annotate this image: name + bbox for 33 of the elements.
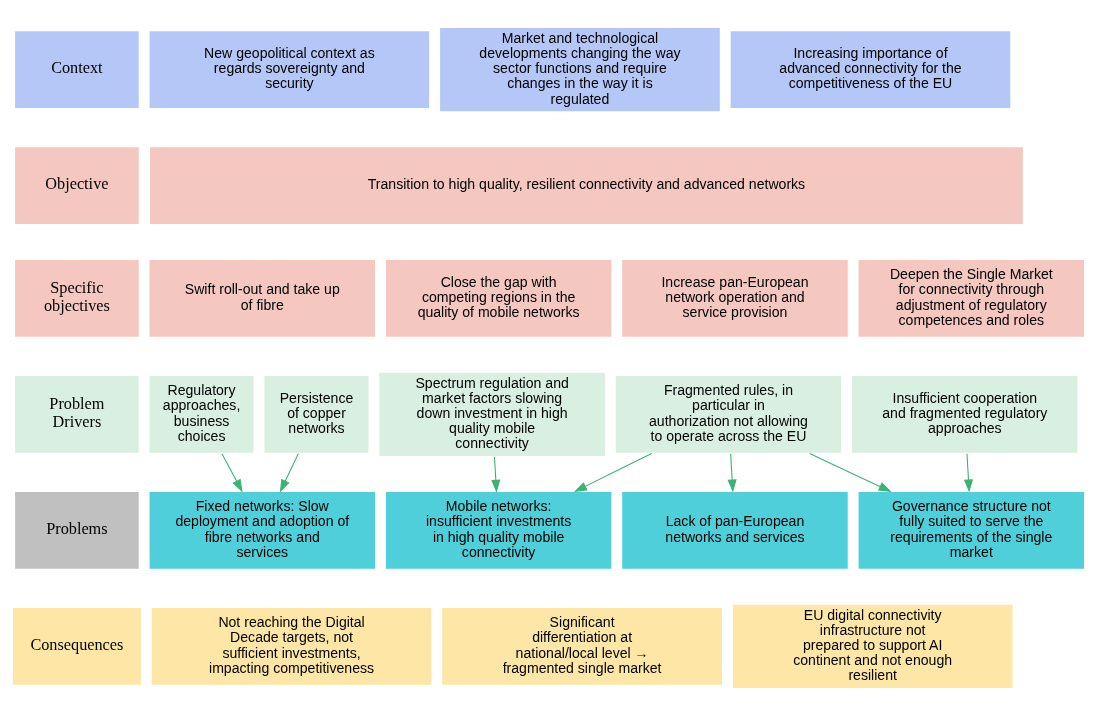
node-box: Market and technological developments changing the way sector functions and require changes in the way it is regulated — [439, 26, 721, 112]
arrow — [809, 452, 892, 492]
node-box: Not reaching the Digital Decade targets, not sufficient investments, impacting competitiveness — [150, 606, 433, 686]
node-box: Increase pan-European network operation and service provision — [621, 258, 849, 338]
arrow — [491, 455, 501, 493]
node-box: EU digital connectivity infrastructure not prepared to support AI continent and not enough resilient — [731, 603, 1014, 689]
arrow — [279, 452, 299, 492]
node-box: Spectrum regulation and market factors slowing down investment in high quality mobile connectivity — [378, 371, 606, 457]
node-box: Objective — [14, 145, 140, 225]
node-box: Problems — [14, 490, 140, 570]
node-box: Insufficient cooperation and fragmented regulatory approaches — [851, 374, 1079, 454]
node-box: Transition to high quality, resilient connectivity and advanced networks — [149, 145, 1024, 225]
node-box: Mobile networks: insufficient investments in high quality mobile connectivity — [384, 490, 613, 570]
arrow — [573, 452, 653, 492]
arrow — [963, 452, 973, 493]
node-box: Problem Drivers — [14, 374, 140, 454]
node-box: Consequences — [11, 606, 142, 686]
node-box: Swift roll-out and take up of fibre — [148, 258, 377, 338]
node-box: Specific objectives — [14, 258, 140, 338]
node-box: Deepen the Single Market for connectivity through adjustment of regulatory competences and roles — [857, 258, 1086, 338]
node-box: Fixed networks: Slow deployment and adoption of fibre networks and services — [148, 490, 377, 570]
node-box: Persistence of copper networks — [263, 374, 370, 454]
arrow — [221, 452, 243, 492]
node-box: Increasing importance of advanced connectivity for the competitiveness of the EU — [729, 29, 1012, 109]
node-box: Fragmented rules, in particular in authorization not allowing to operate across the EU — [614, 374, 843, 454]
node-box: Close the gap with competing regions in the quality of mobile networks — [384, 258, 613, 338]
node-box: New geopolitical context as regards sovereignty and security — [148, 29, 431, 109]
node-box: Context — [14, 29, 140, 109]
node-box: Significant differentiation at national/local level → fragmented single market — [441, 606, 724, 686]
node-box: Governance structure not fully suited to serve the requirements of the single market — [857, 490, 1086, 570]
node-box: Lack of pan-European networks and services — [621, 490, 849, 570]
node-box: Regulatory approaches, business choices — [148, 374, 255, 454]
arrow — [727, 452, 737, 493]
